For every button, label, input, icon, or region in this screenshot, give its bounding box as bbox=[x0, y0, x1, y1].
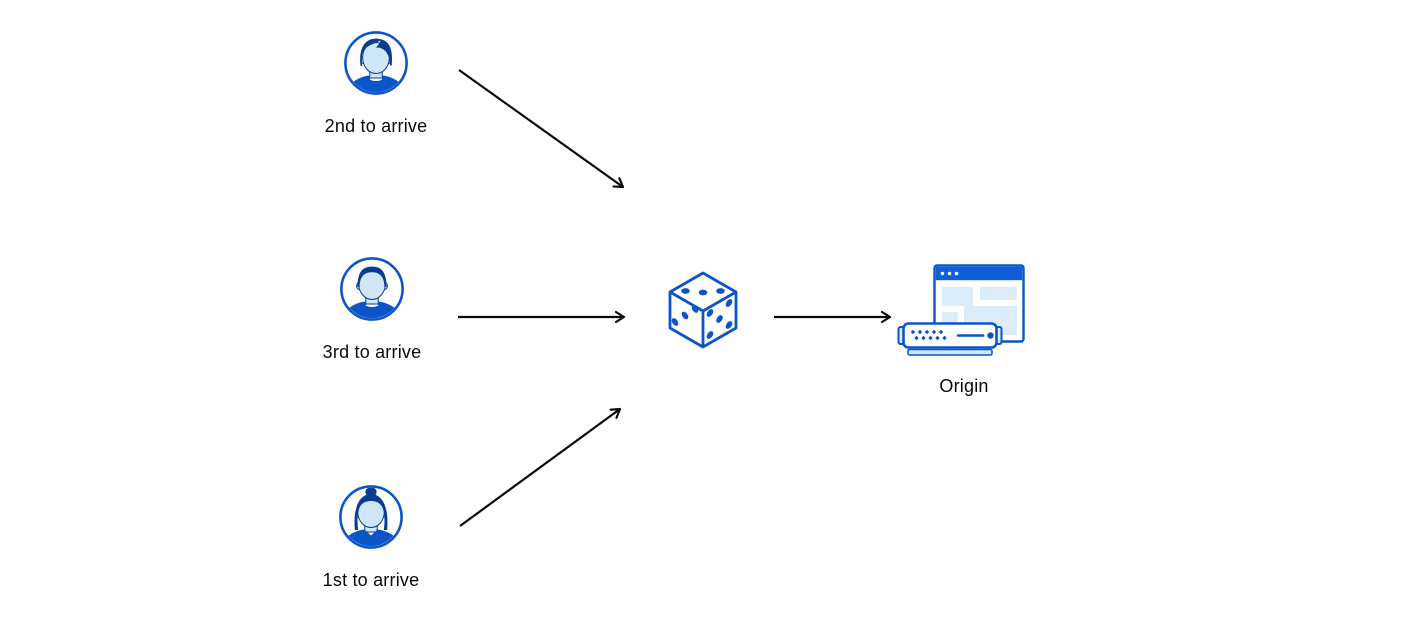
node-user-first: 1st to arrive bbox=[291, 484, 451, 591]
male-user-avatar-icon bbox=[340, 257, 404, 321]
female-user-avatar-icon bbox=[339, 485, 403, 549]
node-label: 3rd to arrive bbox=[322, 342, 422, 362]
node-label: 1st to arrive bbox=[322, 570, 420, 590]
origin-server-browser-icon bbox=[897, 264, 1025, 356]
node-dice bbox=[663, 262, 743, 350]
node-user-second: 2nd to arrive bbox=[296, 30, 456, 137]
node-label: Origin bbox=[939, 376, 989, 396]
arrow-user-first-to-dice bbox=[459, 407, 622, 527]
arrow-user-second-to-dice bbox=[458, 69, 625, 189]
node-label: 2nd to arrive bbox=[324, 116, 428, 136]
node-user-third: 3rd to arrive bbox=[292, 256, 452, 363]
node-origin: Origin bbox=[896, 262, 1032, 397]
male-user-avatar-icon bbox=[344, 31, 408, 95]
dice-icon bbox=[668, 271, 738, 349]
